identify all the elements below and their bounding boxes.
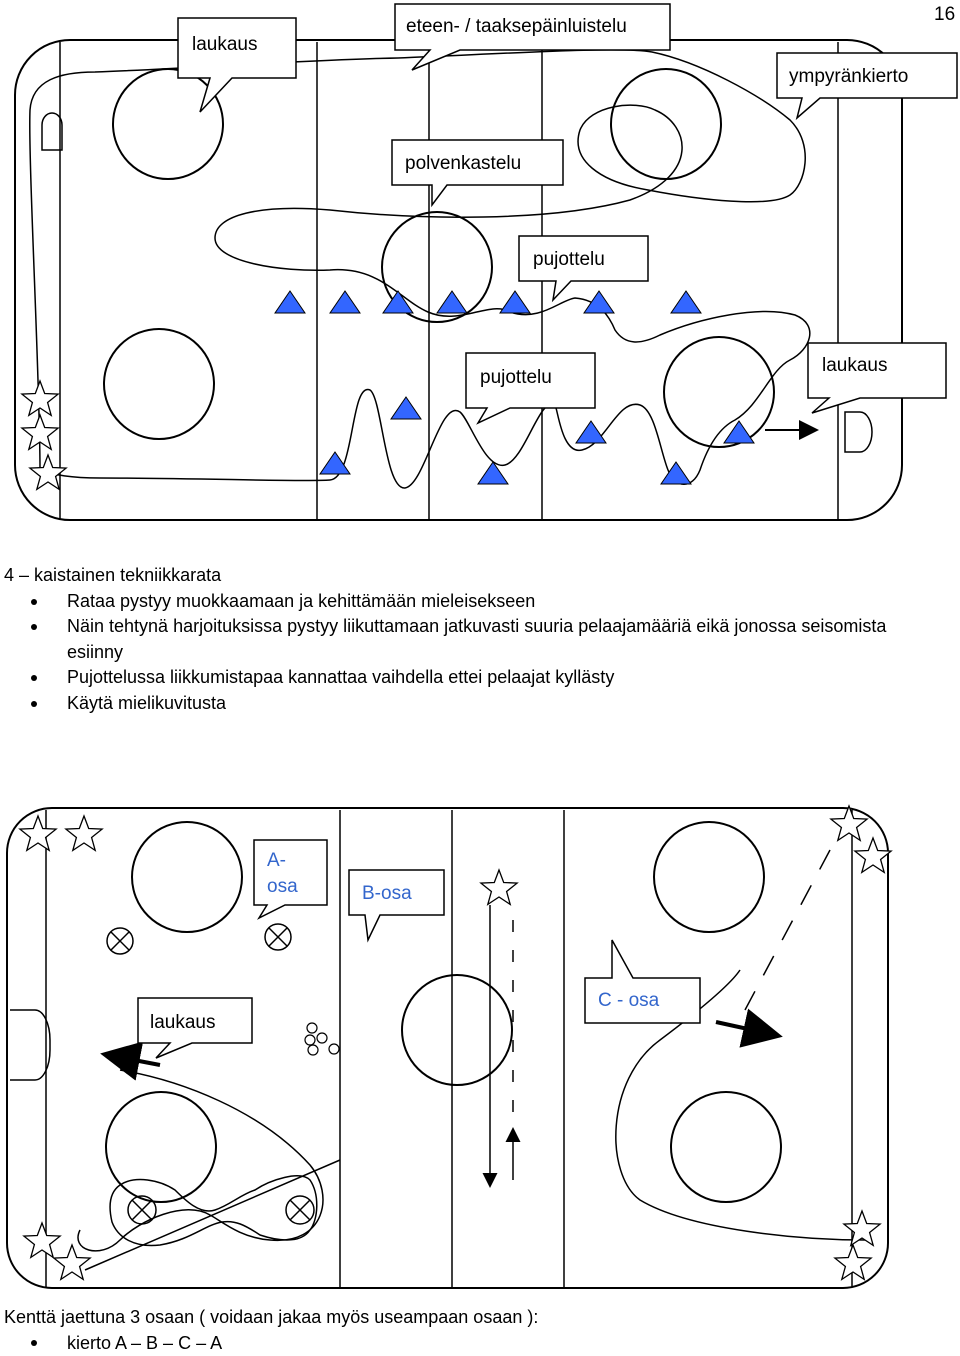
callout-b-osa: B-osa [348,869,445,943]
star-icon [20,379,60,417]
callout-laukaus-right: laukaus [807,342,947,414]
callout-slalom-2: pujottelu [465,352,596,425]
cone-icon [274,290,306,314]
callout-circle-run: ympyränkierto [776,52,958,121]
description-bullet: Näin tehtynä harjoituksissa pystyy liiku… [4,614,944,665]
cone-icon [583,290,615,314]
cone-icon [660,461,692,485]
rink-1-callouts: laukaus eteen- / taaksepäinluistelu ympy… [177,3,958,425]
footer-bullets: kierto A – B – C – A [4,1330,944,1356]
puck-pile [304,1022,340,1056]
cone-icon [499,290,531,314]
description-title: 4 – kaistainen tekniikkarata [4,565,222,585]
cone-icon [382,290,414,314]
a-osa-rough-loop [109,1175,318,1247]
description-bullet: Rataa pystyy muokkaamaan ja kehittämään … [4,589,944,615]
center-circle-b [401,974,513,1086]
callout-c-osa-text: C - osa [598,990,660,1011]
cone-icon [319,451,351,475]
c-osa-dashed-pass [744,849,831,1011]
faceoff-circle-bottom-right [663,336,775,448]
footer-line: Kenttä jaettuna 3 osaan ( voidaan jakaa … [4,1307,539,1327]
callout-knee-bend: polvenkastelu [391,139,564,208]
callout-a-osa-text: A-osa [267,850,298,897]
c-osa-shot-arrow [715,1008,783,1048]
center-circle [381,211,493,323]
puck-x-icon [285,1195,315,1225]
puck-x-icon [106,927,134,955]
faceoff-circle-top-left [112,68,224,180]
callout-c-osa: C - osa [584,939,701,1024]
goal-left [41,112,63,151]
callout-skating: eteen- / taaksepäinluistelu [394,3,671,71]
rink-2-puck-markers [106,923,315,1225]
callout-laukaus-top-text: laukaus [192,34,258,55]
rink-1 [14,39,903,521]
callout-knee-bend-text: polvenkastelu [405,153,521,174]
rink-2-stars [18,804,893,1281]
star-icon [833,1243,873,1281]
callout-laukaus-right-text: laukaus [822,355,888,376]
star-icon [479,868,519,906]
footer-bullet: kierto A – B – C – A [4,1330,944,1356]
callout-slalom-1-text: pujottelu [533,249,605,270]
callout-skating-text: eteen- / taaksepäinluistelu [406,16,627,37]
callout-slalom-2-text: pujottelu [480,367,552,388]
rink-1-cones [274,290,755,485]
faceoff-circle-bottom-left [103,328,215,440]
rink-1-stars [20,379,68,491]
rink-2-callouts: A-osa B-osa C - osa laukaus [137,839,701,1059]
a-osa-diagonal [84,1159,341,1271]
cone-icon [477,461,509,485]
rink-2 [6,807,889,1289]
skater-path [29,49,811,489]
star-icon [842,1209,882,1247]
cone-icon [575,420,607,444]
faceoff-circle-top-right [610,68,722,180]
callout-circle-run-text: ympyränkierto [789,66,908,87]
a-osa-path [77,1069,324,1252]
star-icon [829,804,869,842]
cone-icon [723,420,755,444]
puck-x-icon [264,923,292,951]
puck-x-icon [127,1195,157,1225]
star-icon [18,814,58,852]
faceoff-circle-c-bottom [670,1091,782,1203]
cone-icon [436,290,468,314]
callout-b-osa-text: B-osa [362,883,412,904]
goal-right [844,411,873,453]
faceoff-circle-a-bottom [105,1091,217,1203]
rink-2-lines [45,810,853,1287]
star-icon [20,413,60,451]
description-bullet: Käytä mielikuvitusta [4,691,944,717]
star-icon [22,1221,62,1259]
faceoff-circle-a-top [131,821,243,933]
callout-laukaus-2-text: laukaus [150,1012,216,1033]
star-icon [853,836,893,874]
callout-a-osa: A-osa [253,839,328,920]
description: 4 – kaistainen tekniikkarata Rataa pysty… [4,563,944,716]
star-icon [52,1243,92,1281]
callout-laukaus-2: laukaus [137,997,253,1059]
page-number: 16 [934,4,956,25]
rink-2-boards [6,807,889,1289]
star-icon [28,453,68,491]
rink-1-lines [59,42,839,520]
goal-left-2 [10,1009,51,1081]
cone-icon [670,290,702,314]
callout-laukaus-top: laukaus [177,17,297,113]
footer: Kenttä jaettuna 3 osaan ( voidaan jakaa … [4,1304,944,1356]
rink-1-boards [14,39,903,521]
callout-slalom-1: pujottelu [518,235,649,303]
cone-icon [390,396,422,420]
description-bullets: Rataa pystyy muokkaamaan ja kehittämään … [4,589,944,717]
faceoff-circle-c-top [653,821,765,933]
star-icon [64,814,104,852]
description-bullet: Pujottelussa liikkumistapaa kannattaa va… [4,665,944,691]
cone-icon [329,290,361,314]
a-osa-shot-arrow [100,1041,161,1081]
